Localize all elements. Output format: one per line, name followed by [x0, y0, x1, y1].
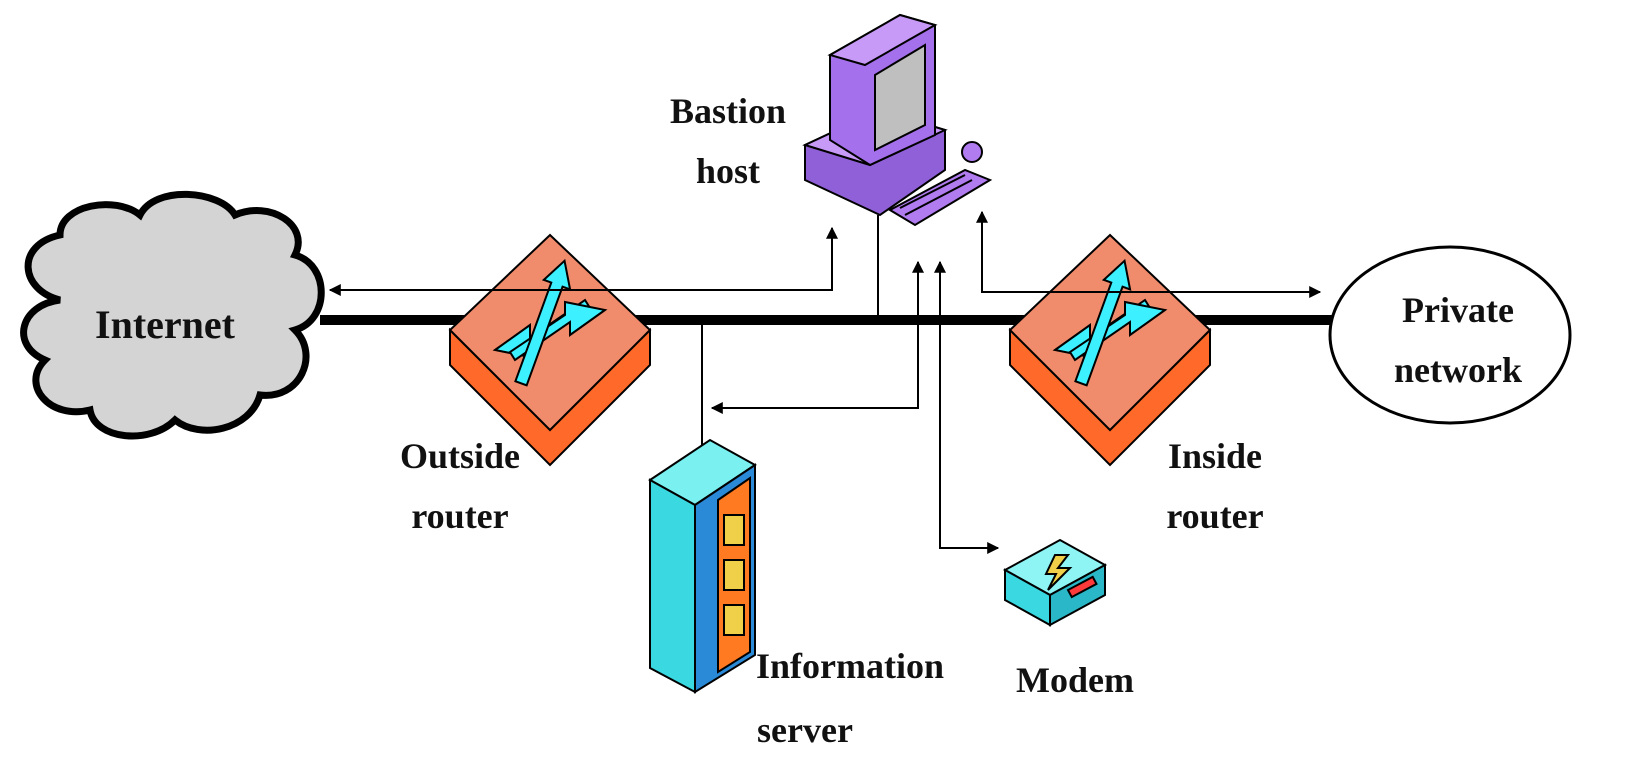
internet-label: Internet: [95, 302, 236, 347]
workstation-icon: [802, 13, 993, 227]
cloud-icon: [20, 190, 325, 440]
outside-router: [448, 233, 652, 467]
modem-icon: [1002, 538, 1108, 627]
inside-router: [1008, 233, 1212, 467]
modem-label: Modem: [1016, 660, 1134, 700]
information-server-label-2: server: [757, 710, 853, 750]
private-network: Private network: [1328, 245, 1572, 425]
inside-router-label-2: router: [1166, 496, 1263, 536]
internet-cloud: Internet: [20, 190, 325, 440]
modem: Modem: [1002, 538, 1134, 700]
bastion-host: Bastion host: [670, 13, 993, 227]
server-tower-icon: [648, 438, 757, 694]
information-server: Information server: [648, 438, 944, 750]
private-network-label-2: network: [1394, 350, 1522, 390]
information-server-label-1: Information: [756, 646, 944, 686]
arrow-bastion-to-info-server: [710, 260, 924, 414]
inside-router-label-1: Inside: [1168, 436, 1262, 476]
bastion-host-label-1: Bastion: [670, 91, 786, 131]
ellipse-icon: [1328, 245, 1572, 425]
outside-router-label-2: router: [411, 496, 508, 536]
outside-router-label-1: Outside: [400, 436, 520, 476]
arrow-bastion-to-modem: [934, 260, 1000, 554]
private-network-label-1: Private: [1402, 290, 1514, 330]
bastion-host-label-2: host: [696, 151, 760, 191]
